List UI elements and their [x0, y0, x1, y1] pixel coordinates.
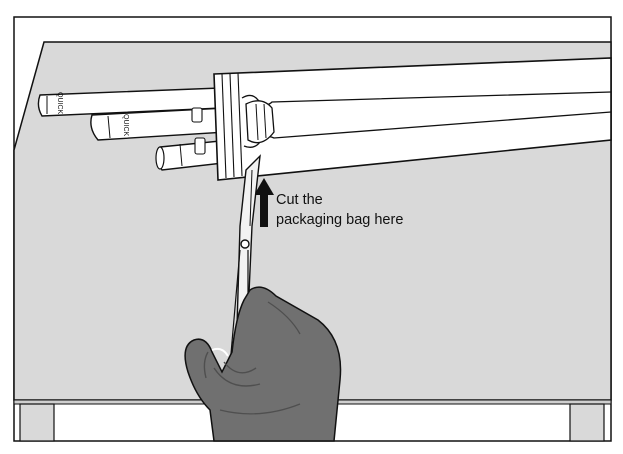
table-leg-left [19, 403, 55, 442]
tube-middle-label: QUICK [122, 114, 129, 137]
up-arrow-icon [254, 178, 274, 227]
tube-middle: QUICK [90, 107, 228, 141]
instruction-callout: Cut the packaging bag here [276, 190, 403, 230]
table-leg-right [569, 403, 605, 442]
tube-top-label: QUICK [56, 92, 63, 115]
packaging-bag [213, 57, 612, 181]
callout-line-1: Cut the [276, 192, 323, 208]
gloved-hand-icon [184, 286, 342, 442]
callout-line-2: packaging bag here [276, 212, 404, 228]
